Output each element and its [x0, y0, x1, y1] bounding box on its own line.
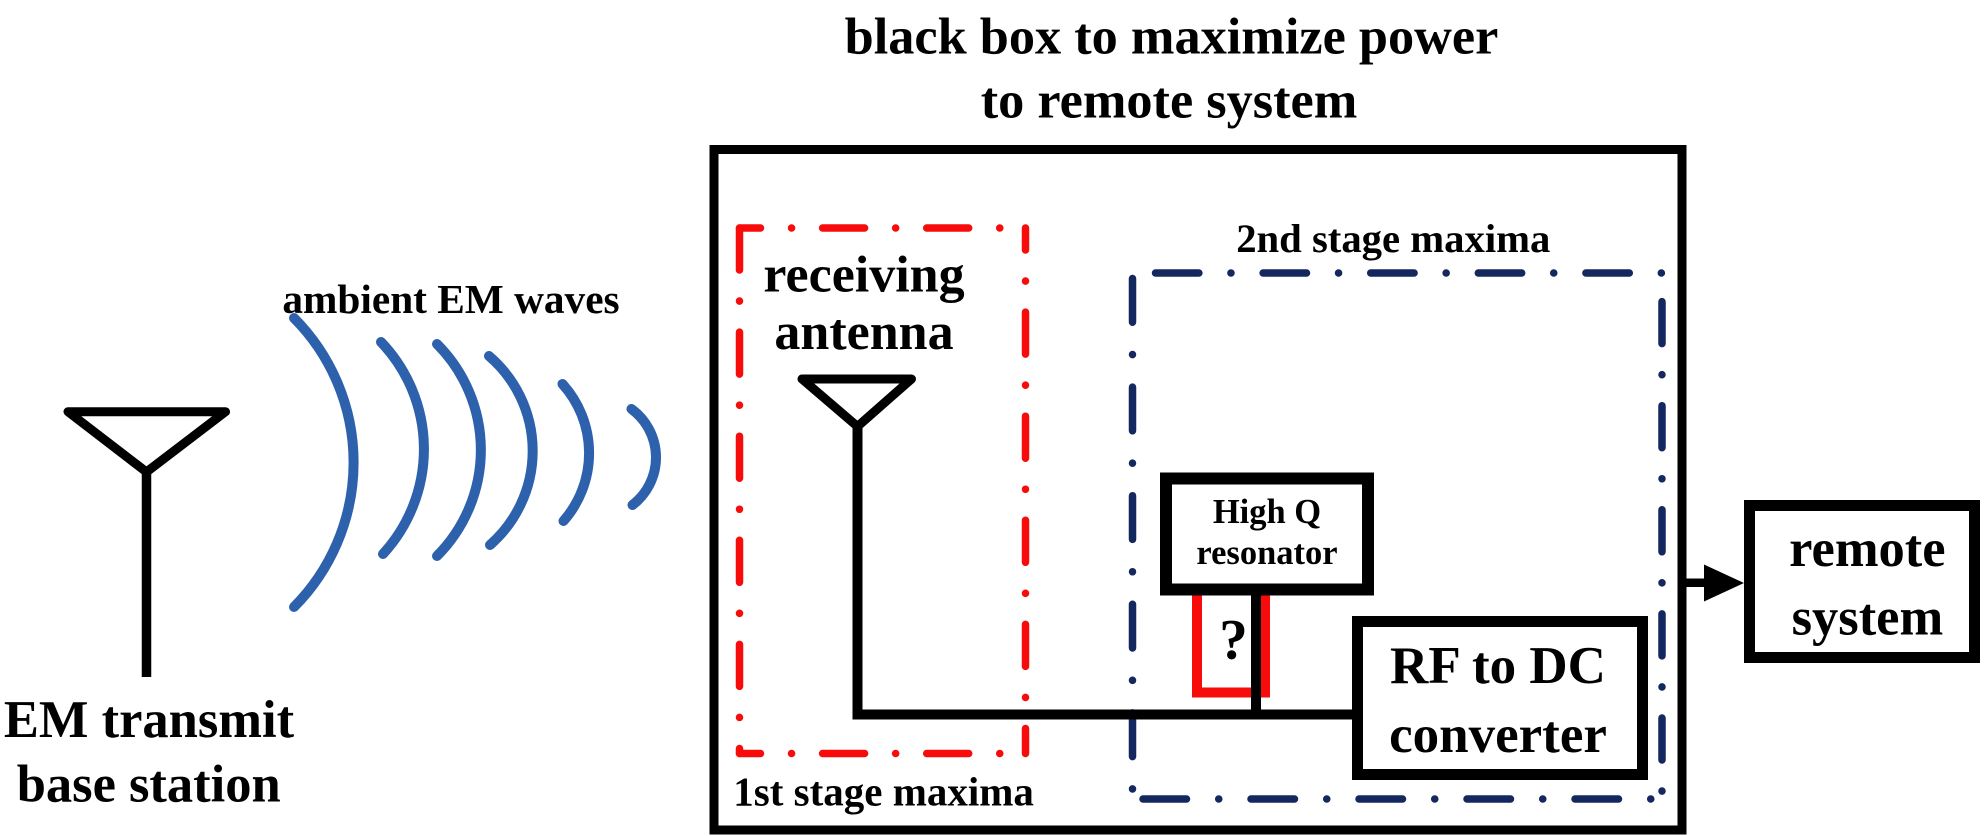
svg-text:2nd stage maxima: 2nd stage maxima	[1236, 216, 1550, 261]
svg-text:remote: remote	[1789, 520, 1945, 578]
svg-text:?: ?	[1219, 609, 1248, 672]
svg-text:High Q: High Q	[1213, 493, 1321, 531]
svg-text:RF to DC: RF to DC	[1390, 637, 1606, 695]
svg-text:converter: converter	[1389, 706, 1607, 764]
svg-text:to remote system: to remote system	[981, 72, 1358, 130]
svg-text:antenna: antenna	[774, 304, 953, 361]
svg-text:resonator: resonator	[1196, 534, 1337, 572]
svg-text:base station: base station	[17, 756, 281, 814]
svg-text:receiving: receiving	[763, 246, 964, 303]
svg-text:EM transmit: EM transmit	[4, 691, 295, 749]
svg-text:ambient EM waves: ambient EM waves	[282, 276, 619, 322]
svg-text:1st stage maxima: 1st stage maxima	[733, 769, 1034, 815]
svg-text:system: system	[1792, 588, 1944, 646]
svg-text:black box to maximize power: black box to maximize power	[845, 8, 1499, 66]
